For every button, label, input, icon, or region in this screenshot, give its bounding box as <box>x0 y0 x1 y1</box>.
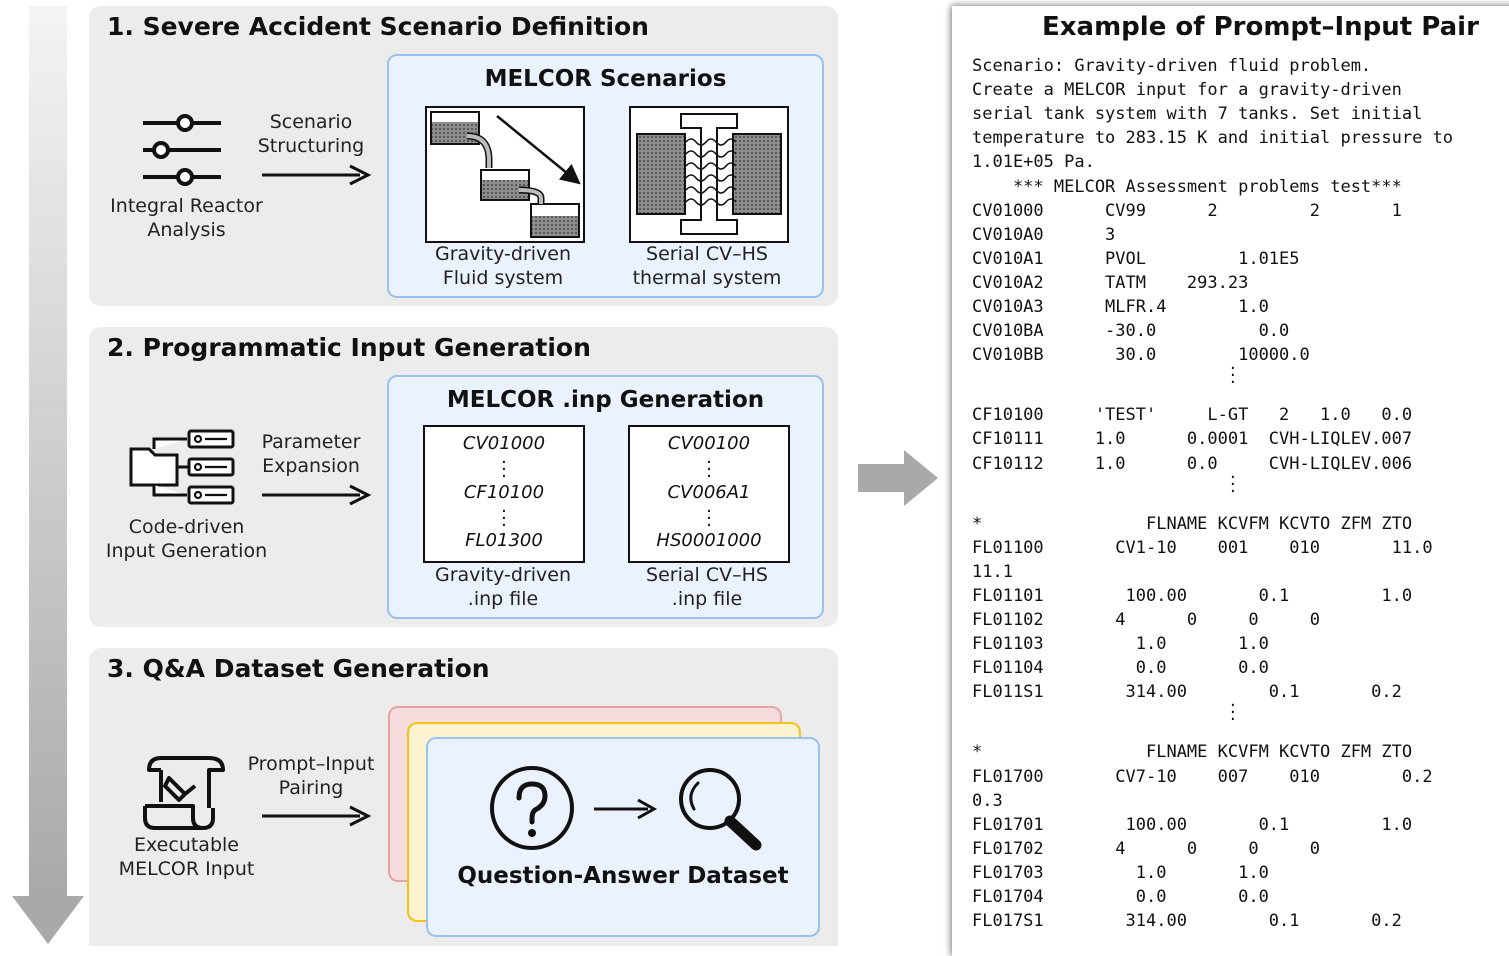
step-1-title: 1. Severe Accident Scenario Definition <box>107 12 649 41</box>
inp-file-line: CF10100 <box>463 482 545 503</box>
melcor-scenarios-box: MELCOR Scenarios <box>387 54 824 298</box>
right-arrow <box>594 798 658 820</box>
step-3-title: 3. Q&A Dataset Generation <box>107 654 490 683</box>
ellipsis: ··· <box>706 501 712 536</box>
thermal-system-icon <box>636 113 782 235</box>
code-line: * FLNAME KCVFM KCVTO ZFM ZTO <box>972 513 1413 534</box>
code-line: FL01103 1.0 1.0 <box>972 634 1269 655</box>
right-arrow <box>262 164 372 186</box>
melcor-scenarios-title: MELCOR Scenarios <box>484 66 727 92</box>
code-line: CF10111 1.0 0.0001 CVH-LIQLEV.007 <box>972 429 1413 450</box>
gravity-inp-caption: Gravity-driven .inp file <box>434 564 572 610</box>
magnifier-icon <box>679 768 762 851</box>
step-3-input-label: Executable MELCOR Input <box>118 834 255 880</box>
code-line: FL01104 0.0 0.0 <box>972 658 1269 679</box>
step-3-arrow-label: Prompt–Input Pairing <box>247 753 375 799</box>
step-1-input-label: Integral Reactor Analysis <box>110 195 263 241</box>
code-line: CV010BA -30.0 0.0 <box>972 321 1290 342</box>
serial-cv-hs-caption: Serial CV–HS thermal system <box>632 243 782 289</box>
inp-generation-box: MELCOR .inp Generation CV01000 ··· CF101… <box>387 375 824 619</box>
code-line: FL017S1 314.00 0.1 0.2 <box>972 911 1402 932</box>
gravity-inp-file: CV01000 ··· CF10100 ··· FL01300 <box>423 425 585 563</box>
prompt-line: Create a MELCOR input for a gravity-driv… <box>972 80 1402 101</box>
code-line: CF10100 'TEST' L-GT 2 1.0 0.0 <box>972 405 1413 426</box>
inp-file-line: CV01000 <box>462 433 546 454</box>
ellipsis: ··· <box>1230 695 1236 731</box>
inp-file-line: CV00100 <box>667 433 751 454</box>
code-line: CV01000 CV99 2 2 1 <box>972 200 1402 221</box>
code-line: CV010A0 3 <box>972 224 1116 245</box>
right-arrow <box>262 484 372 506</box>
gravity-fluid-caption: Gravity-driven Fluid system <box>434 243 572 289</box>
inp-file-line: HS0001000 <box>656 530 762 551</box>
ellipsis: ··· <box>501 501 507 536</box>
right-big-arrow <box>858 450 938 506</box>
ellipsis: ··· <box>1230 358 1236 394</box>
right-arrow <box>262 805 372 827</box>
code-line: FL01702 4 0 0 0 <box>972 838 1320 859</box>
code-line: FL011S1 314.00 0.1 0.2 <box>972 682 1402 703</box>
inp-file-line: CV006A1 <box>667 482 751 503</box>
code-line: FL01700 CV7-10 007 010 0.2 <box>972 766 1433 787</box>
sliders-icon <box>143 114 221 186</box>
code-line: 0.3 <box>972 790 1003 811</box>
example-panel: Example of Prompt–Input Pair Scenario: G… <box>952 6 1509 956</box>
code-line: FL01102 4 0 0 0 <box>972 610 1320 630</box>
code-line: * FLNAME KCVFM KCVTO ZFM ZTO <box>972 742 1413 763</box>
step-1-panel: 1. Severe Accident Scenario Definition I… <box>89 6 838 306</box>
code-line: FL01701 100.00 0.1 1.0 <box>972 814 1413 835</box>
folder-tree-icon <box>129 429 235 505</box>
step-2-title: 2. Programmatic Input Generation <box>107 333 591 362</box>
code-line: CV010A2 TATM 293.23 <box>972 272 1249 293</box>
code-line: 11.1 <box>972 561 1013 582</box>
ellipsis: ··· <box>501 452 507 487</box>
ellipsis: ··· <box>706 452 712 487</box>
code-line: CV010A1 PVOL 1.01E5 <box>972 248 1300 269</box>
gravity-tanks-icon <box>430 111 581 238</box>
inp-file-line: FL01300 <box>465 530 543 551</box>
qa-dataset-card: Question-Answer Dataset <box>426 737 820 937</box>
script-icon <box>143 756 225 830</box>
code-line: FL01703 1.0 1.0 <box>972 862 1269 883</box>
serial-inp-caption: Serial CV–HS .inp file <box>646 564 768 610</box>
step-2-input-label: Code-driven Input Generation <box>105 516 268 562</box>
example-title: Example of Prompt–Input Pair <box>1042 12 1479 42</box>
code-line: *** MELCOR Assessment problems test*** <box>972 176 1402 197</box>
timeline-arrow <box>12 6 84 944</box>
prompt-line: temperature to 283.15 K and initial pres… <box>972 128 1454 149</box>
step-3-panel: 3. Q&A Dataset Generation Executable MEL… <box>89 648 838 946</box>
code-line: CV010A3 MLFR.4 1.0 <box>972 297 1269 317</box>
code-line: FL01100 CV1-10 001 010 11.0 <box>972 537 1433 558</box>
inp-generation-title: MELCOR .inp Generation <box>446 387 765 413</box>
question-icon <box>490 766 574 850</box>
serial-inp-file: CV00100 ··· CV006A1 ··· HS0001000 <box>628 425 790 563</box>
serial-cv-hs-figure <box>629 106 789 243</box>
code-line: FL01704 0.0 0.0 <box>972 887 1269 907</box>
prompt-line: serial tank system with 7 tanks. Set ini… <box>972 104 1423 125</box>
prompt-line: 1.01E+05 Pa. <box>972 152 1095 173</box>
step-2-arrow-label: Parameter Expansion <box>261 431 361 477</box>
step-2-panel: 2. Programmatic Input Generation Code-dr… <box>89 327 838 627</box>
qa-dataset-title: Question-Answer Dataset <box>457 863 789 889</box>
gravity-fluid-figure <box>425 106 585 243</box>
step-1-arrow-label: Scenario Structuring <box>257 111 365 157</box>
code-line: CV010BB 30.0 10000.0 <box>972 345 1310 366</box>
code-line: CF10112 1.0 0.0 CVH-LIQLEV.006 <box>972 453 1413 474</box>
prompt-line: Scenario: Gravity-driven fluid problem. <box>972 56 1372 76</box>
ellipsis: ··· <box>1230 466 1236 502</box>
code-line: FL01101 100.00 0.1 1.0 <box>972 585 1413 606</box>
